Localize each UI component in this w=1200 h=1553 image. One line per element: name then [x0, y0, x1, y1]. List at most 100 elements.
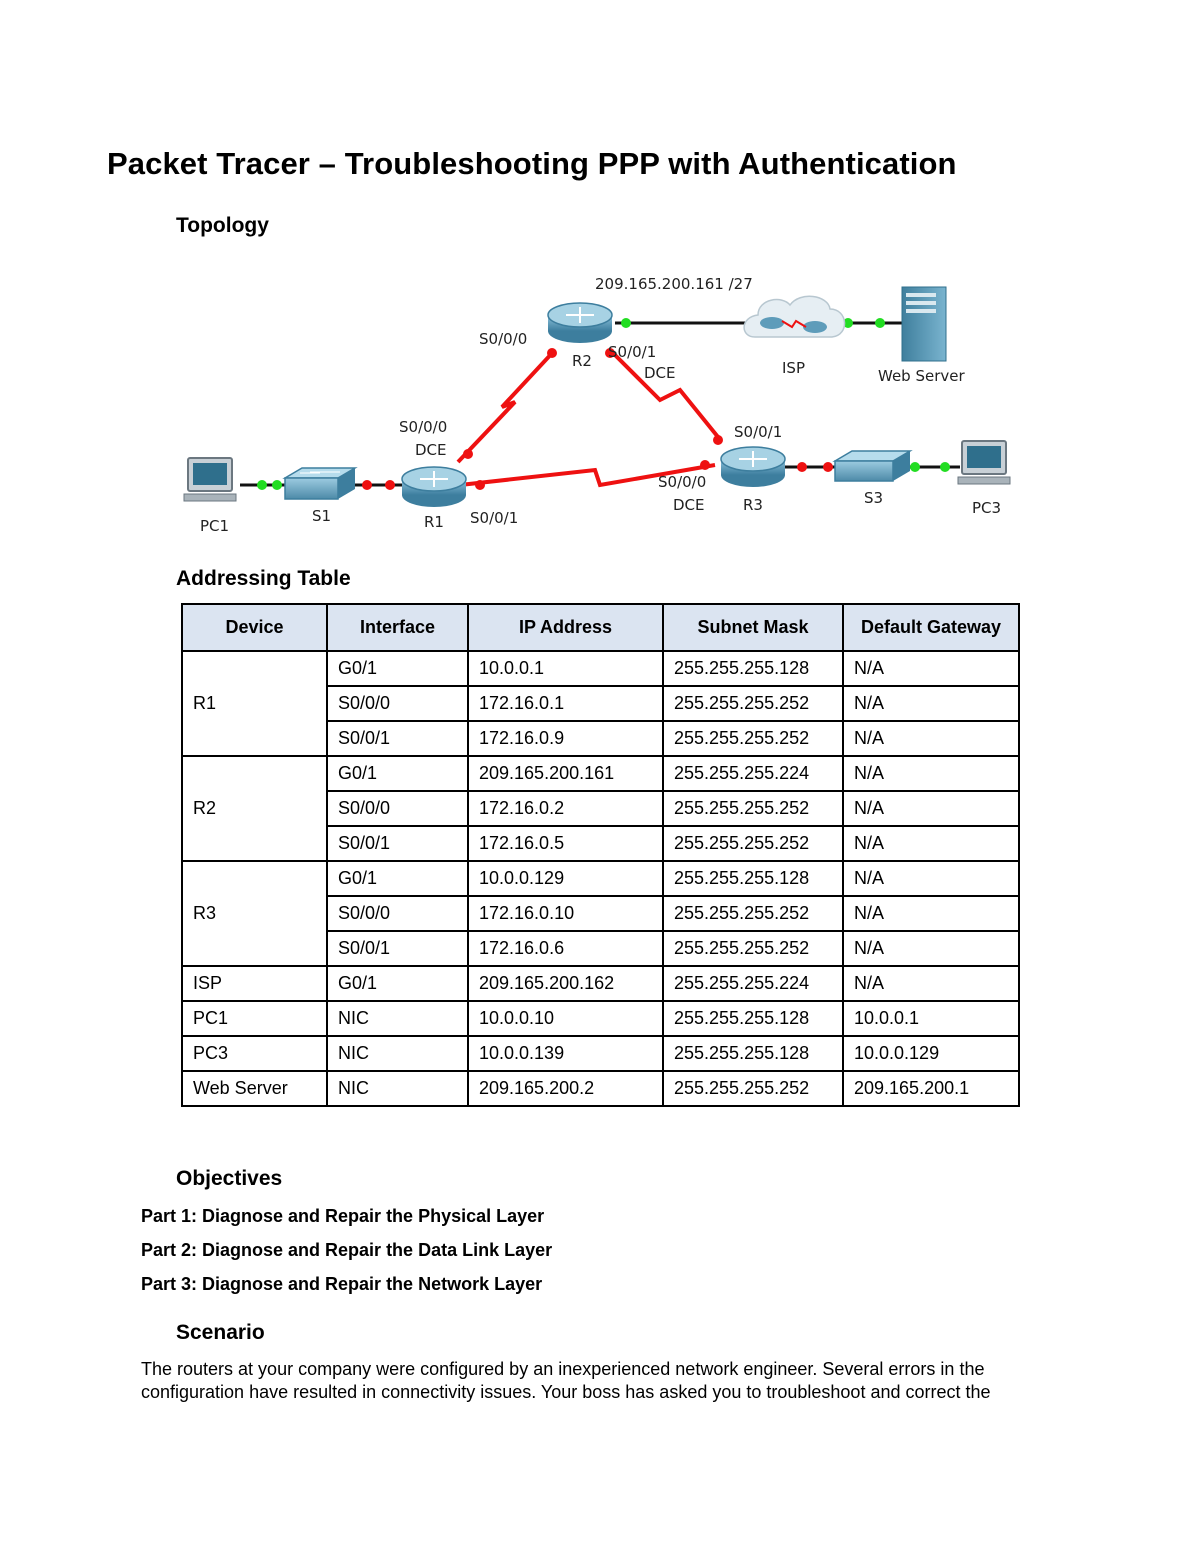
r3-icon: [720, 446, 786, 487]
ip-cell: 172.16.0.9: [467, 720, 664, 757]
mask-cell: 255.255.255.252: [662, 1070, 844, 1107]
objective-part-2: Part 2: Diagnose and Repair the Data Lin…: [141, 1240, 553, 1260]
interface-cell: G0/1: [326, 860, 469, 897]
ip-cell: 10.0.0.129: [467, 860, 664, 897]
label-isp-net: 209.165.200.161 /27: [595, 275, 753, 293]
interface-cell: NIC: [326, 1035, 469, 1072]
mask-cell: 255.255.255.128: [662, 1000, 844, 1037]
table-row: S0/0/0 172.16.0.10 255.255.255.252 N/A: [182, 895, 1020, 932]
label-r3-s001: S0/0/1: [734, 423, 782, 441]
label-r3: R3: [743, 496, 763, 514]
interface-cell: S0/0/0: [326, 685, 469, 722]
col-header-mask: Subnet Mask: [662, 603, 844, 652]
topology-diagram: PC1 S1 R1 S0/0/0 DCE S0/0/1 R2 209.165.2…: [183, 275, 1011, 535]
ip-cell: 172.16.0.1: [467, 685, 664, 722]
label-web-server: Web Server: [878, 367, 965, 385]
label-r2-s001: S0/0/1: [608, 343, 656, 361]
ip-cell: 209.165.200.162: [467, 965, 664, 1002]
col-header-ip: IP Address: [467, 603, 664, 652]
port-indicators: [257, 318, 950, 490]
table-row: Web Server NIC 209.165.200.2 255.255.255…: [181, 1070, 1020, 1107]
objectives-heading: Objectives: [176, 1167, 283, 1190]
table-row: PC3 NIC 10.0.0.139 255.255.255.128 10.0.…: [181, 1035, 1020, 1072]
gateway-cell: N/A: [842, 965, 1020, 1002]
ip-cell: 172.16.0.5: [467, 825, 664, 862]
table-row: R2 G0/1 209.165.200.161 255.255.255.224 …: [181, 755, 1020, 862]
device-cell: PC1: [181, 1000, 328, 1037]
ip-cell: 172.16.0.10: [467, 895, 664, 932]
gateway-cell: N/A: [842, 790, 1020, 827]
col-header-gateway: Default Gateway: [842, 603, 1020, 652]
table-row: R1 G0/1 10.0.0.1 255.255.255.128 N/A: [181, 650, 1020, 757]
interface-cell: NIC: [326, 1070, 469, 1107]
mask-cell: 255.255.255.128: [662, 1035, 844, 1072]
device-cell: ISP: [181, 965, 328, 1002]
label-pc1: PC1: [200, 517, 229, 535]
gateway-cell: N/A: [842, 930, 1020, 967]
ip-cell: 172.16.0.2: [467, 790, 664, 827]
table-row: S0/0/0 172.16.0.2 255.255.255.252 N/A: [182, 790, 1020, 827]
ip-cell: 10.0.0.10: [467, 1000, 664, 1037]
gateway-cell: N/A: [842, 860, 1020, 897]
gateway-cell: 209.165.200.1: [842, 1070, 1020, 1107]
table-row: R3 G0/1 10.0.0.129 255.255.255.128 N/A: [181, 860, 1020, 967]
page-title: Packet Tracer – Troubleshooting PPP with…: [107, 146, 957, 181]
addressing-heading: Addressing Table: [176, 567, 351, 590]
device-cell: R3: [181, 860, 328, 967]
interface-cell: S0/0/0: [326, 895, 469, 932]
mask-cell: 255.255.255.252: [662, 825, 844, 862]
table-row: S0/0/0 172.16.0.1 255.255.255.252 N/A: [182, 685, 1020, 722]
interface-cell: G0/1: [326, 965, 469, 1002]
gateway-cell: N/A: [842, 685, 1020, 722]
table-row: S0/0/1 172.16.0.6 255.255.255.252 N/A: [182, 930, 1020, 967]
r2-icon: [547, 302, 613, 343]
mask-cell: 255.255.255.252: [662, 720, 844, 757]
label-pc3: PC3: [972, 499, 1001, 517]
interface-cell: S0/0/1: [326, 720, 469, 757]
gateway-cell: N/A: [842, 755, 1020, 792]
gateway-cell: N/A: [842, 650, 1020, 687]
ip-cell: 10.0.0.139: [467, 1035, 664, 1072]
interface-cell: S0/0/0: [326, 790, 469, 827]
addressing-table: Device Interface IP Address Subnet Mask …: [181, 603, 1020, 1107]
device-cell: PC3: [181, 1035, 328, 1072]
s1-icon: [282, 467, 358, 500]
ip-cell: 209.165.200.161: [467, 755, 664, 792]
mask-cell: 255.255.255.224: [662, 965, 844, 1002]
mask-cell: 255.255.255.252: [662, 790, 844, 827]
ip-cell: 10.0.0.1: [467, 650, 664, 687]
label-r3-s000: S0/0/0: [658, 473, 706, 491]
ip-cell: 172.16.0.6: [467, 930, 664, 967]
table-row: S0/0/1 172.16.0.5 255.255.255.252 N/A: [182, 825, 1020, 862]
label-isp: ISP: [782, 359, 805, 377]
web-server-icon: [901, 286, 947, 362]
label-s1: S1: [312, 507, 331, 525]
interface-cell: G0/1: [326, 755, 469, 792]
label-r1-s000: S0/0/0: [399, 418, 447, 436]
label-s3: S3: [864, 489, 883, 507]
col-header-interface: Interface: [326, 603, 469, 652]
device-cell: R2: [181, 755, 328, 862]
mask-cell: 255.255.255.128: [662, 650, 844, 687]
table-row: ISP G0/1 209.165.200.162 255.255.255.224…: [181, 965, 1020, 1002]
objective-part-3: Part 3: Diagnose and Repair the Network …: [141, 1274, 543, 1294]
gateway-cell: 10.0.0.129: [842, 1035, 1020, 1072]
scenario-paragraph: The routers at your company were configu…: [141, 1359, 991, 1402]
serial-r1-r3: [459, 463, 716, 488]
label-r2: R2: [572, 352, 592, 370]
interface-cell: G0/1: [326, 650, 469, 687]
gateway-cell: N/A: [842, 825, 1020, 862]
label-r1-dce: DCE: [415, 441, 447, 459]
device-cell: R1: [181, 650, 328, 757]
mask-cell: 255.255.255.128: [662, 860, 844, 897]
gateway-cell: 10.0.0.1: [842, 1000, 1020, 1037]
label-r1: R1: [424, 513, 444, 531]
table-row: PC1 NIC 10.0.0.10 255.255.255.128 10.0.0…: [181, 1000, 1020, 1037]
pc1-icon: [183, 457, 237, 502]
serial-r1-r2: [456, 348, 557, 464]
objective-part-1: Part 1: Diagnose and Repair the Physical…: [141, 1206, 545, 1226]
isp-cloud-icon: [743, 295, 846, 338]
serial-r2-r3: [608, 348, 720, 439]
interface-cell: NIC: [326, 1000, 469, 1037]
mask-cell: 255.255.255.252: [662, 930, 844, 967]
